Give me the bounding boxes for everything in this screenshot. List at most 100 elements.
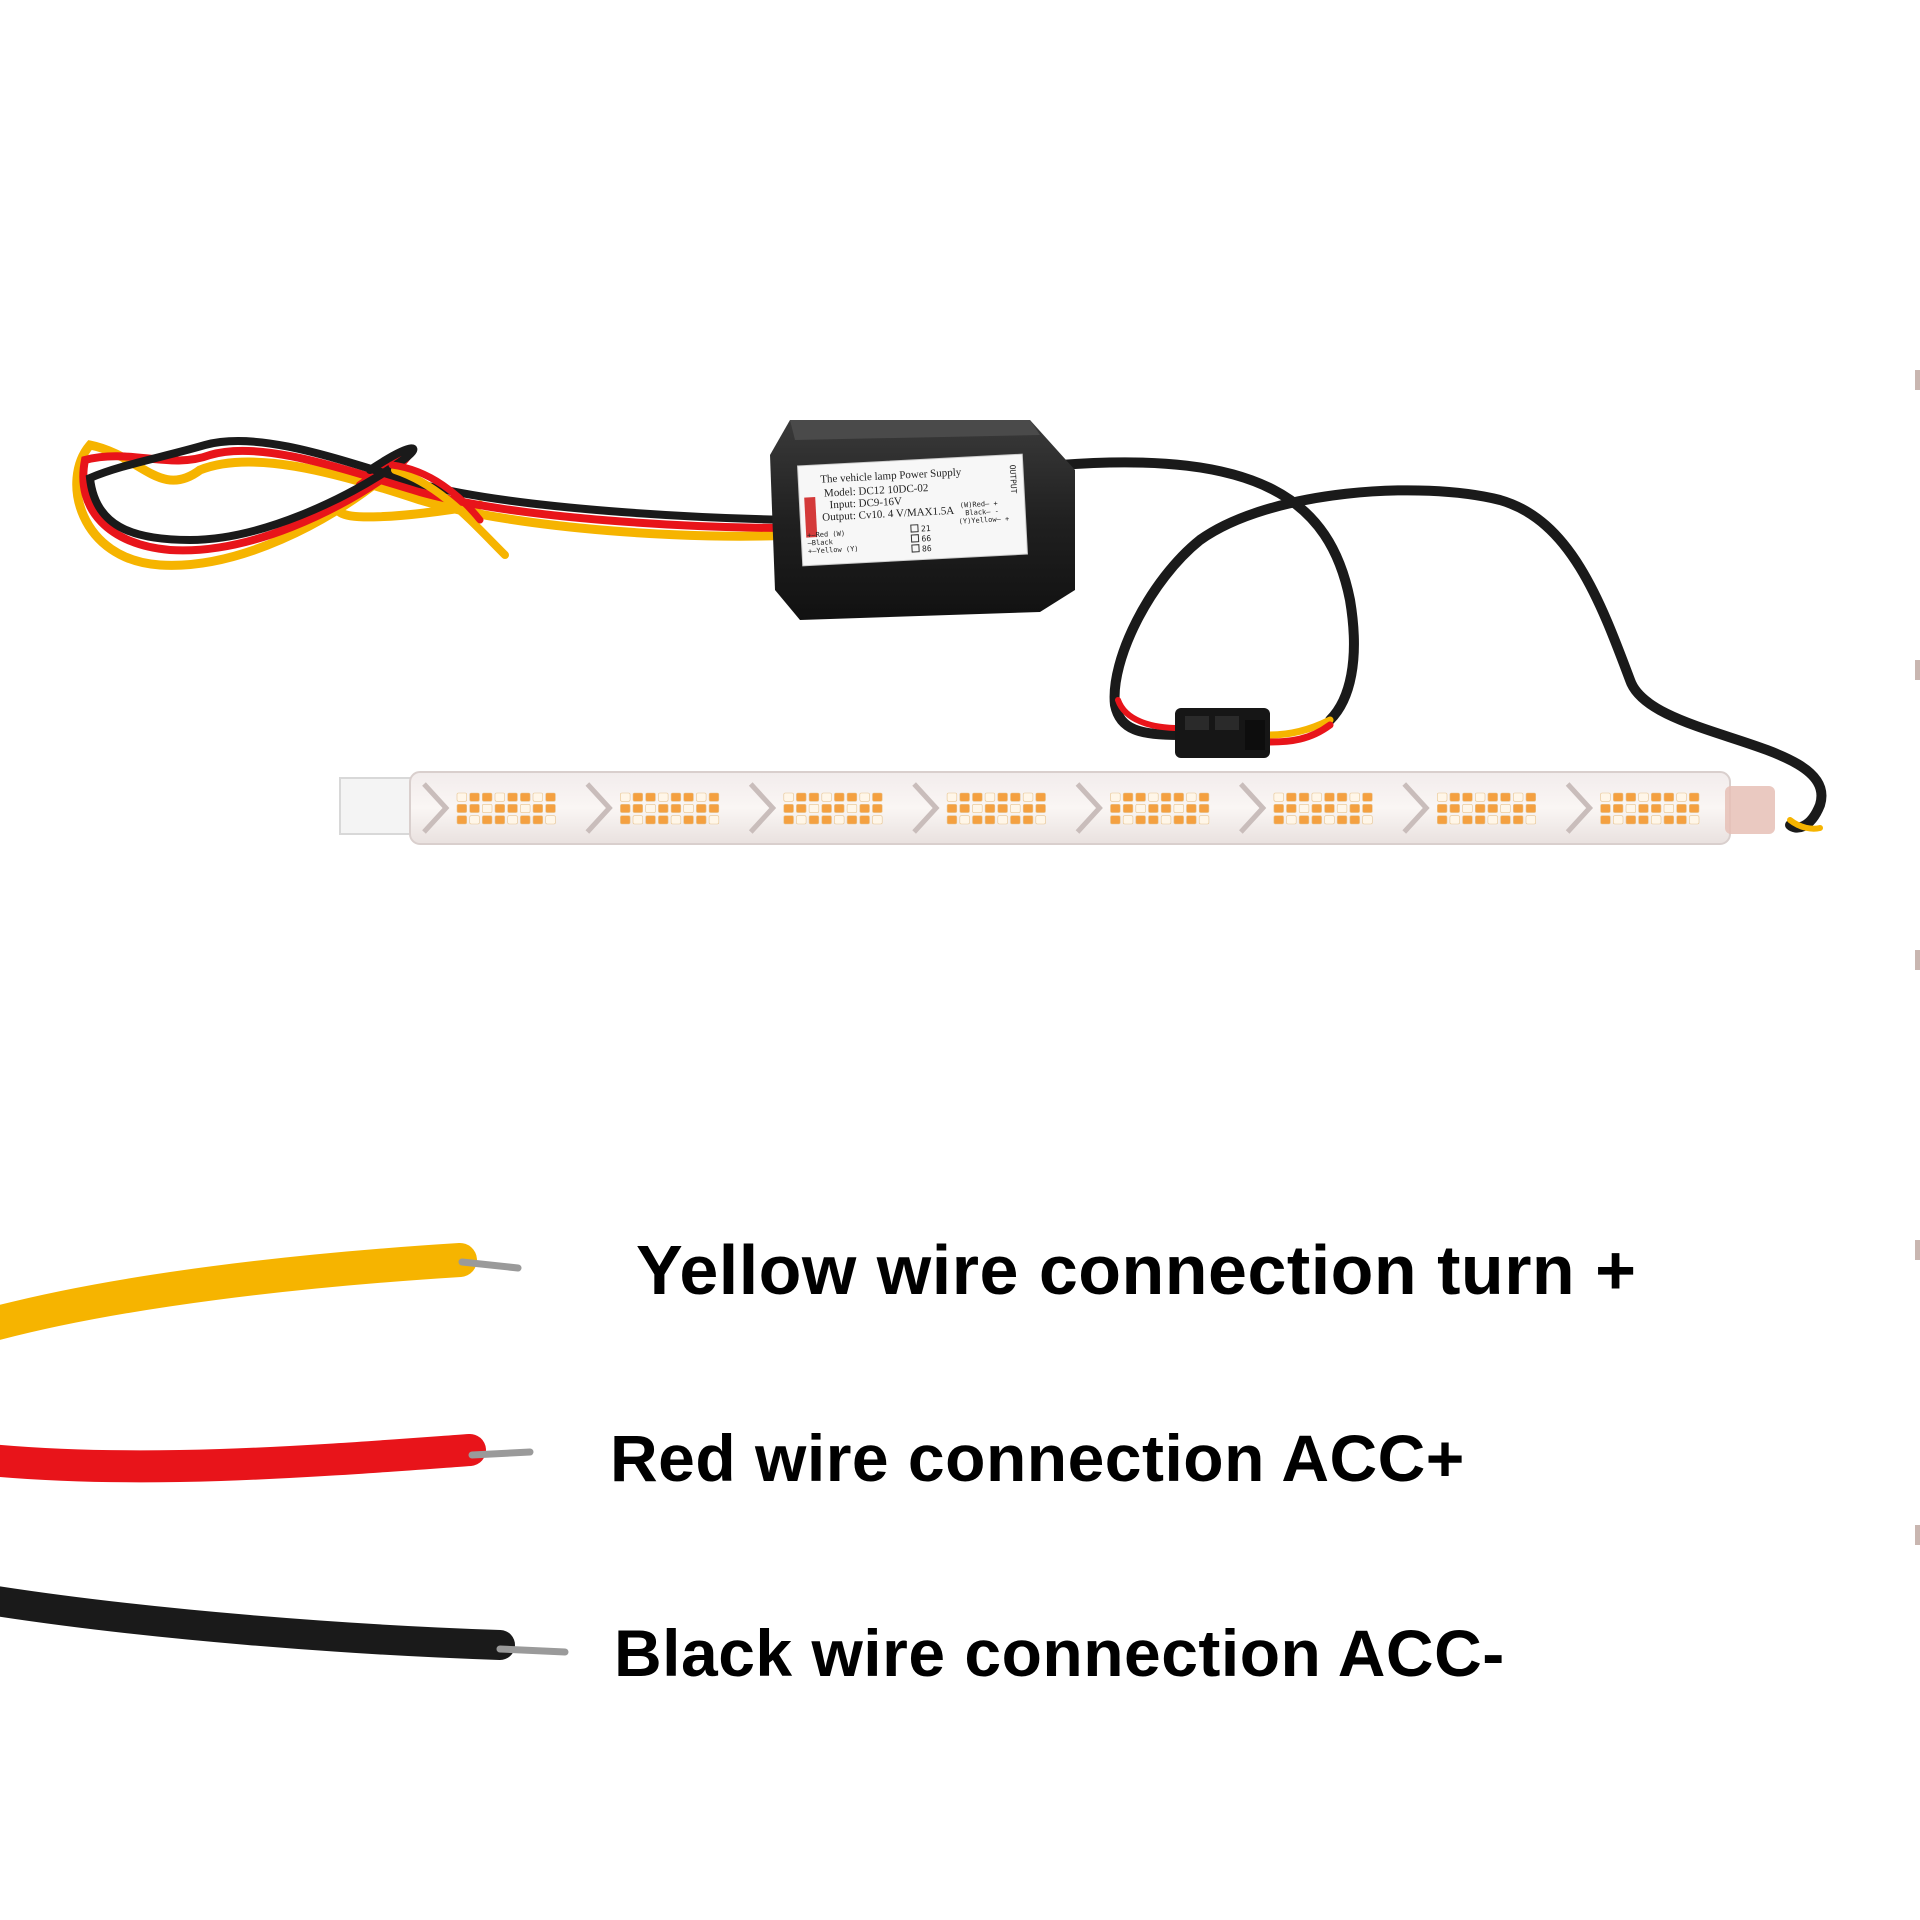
led-chip (1110, 815, 1121, 825)
led-chip (696, 815, 707, 825)
led-chip (1010, 815, 1021, 825)
led-chip (1324, 803, 1335, 813)
led-chip (846, 803, 858, 813)
led-chip (532, 792, 543, 802)
led-chip (670, 815, 682, 825)
led-chip (1651, 803, 1662, 813)
led-chip (683, 792, 694, 802)
led-chip (859, 792, 870, 802)
led-chip (658, 803, 669, 813)
led-chip (1638, 803, 1649, 813)
led-segments (422, 782, 1700, 834)
led-segment (1565, 782, 1700, 834)
led-chip (520, 815, 531, 825)
led-chip (1449, 815, 1460, 825)
led-chip (984, 815, 996, 825)
led-chip (984, 792, 996, 802)
led-chip (1475, 792, 1486, 802)
led-chip (545, 792, 556, 802)
led-chip (545, 815, 556, 825)
led-chip (1160, 803, 1172, 813)
led-chip (783, 815, 794, 825)
led-chip (1613, 792, 1624, 802)
led-chip (620, 792, 631, 802)
led-chip (946, 792, 958, 802)
input-wire-bundle (72, 436, 795, 570)
module-checkbox-1: 21 (921, 524, 931, 534)
led-chip (1298, 792, 1310, 802)
led-chip (946, 803, 958, 813)
led-chip (1273, 803, 1284, 813)
led-chip (1148, 803, 1159, 813)
led-chip (834, 815, 845, 825)
module-checkbox-3: 86 (922, 544, 932, 554)
led-chip (658, 792, 669, 802)
led-chip (645, 815, 656, 825)
led-chip (1110, 803, 1121, 813)
led-chip (1663, 803, 1674, 813)
led-chip (1010, 803, 1021, 813)
led-chip (1437, 803, 1448, 813)
led-chip (1437, 792, 1448, 802)
led-chip (1298, 803, 1310, 813)
led-chip (1625, 803, 1636, 813)
led-chip (1135, 815, 1146, 825)
led-chip (1525, 792, 1536, 802)
led-chip (859, 803, 870, 813)
legend-red: Red wire connection ACC+ (610, 1421, 1465, 1495)
led-chip (532, 815, 543, 825)
led-chip (1135, 803, 1146, 813)
led-chip (632, 792, 643, 802)
led-chip (1437, 815, 1448, 825)
led-chip (1035, 792, 1046, 802)
led-chip (821, 815, 832, 825)
led-chip (1173, 803, 1184, 813)
edge-thumbnails (1915, 370, 1920, 1545)
led-chip (1122, 815, 1134, 825)
led-chip (1651, 792, 1662, 802)
led-chip (1198, 792, 1210, 802)
led-chip (645, 803, 656, 813)
led-chip (821, 803, 832, 813)
module-left-wire-2: —Black (807, 538, 833, 547)
led-chip (507, 815, 518, 825)
led-chip (620, 803, 631, 813)
led-chip (959, 803, 970, 813)
led-chip (1349, 815, 1360, 825)
module-input: Input: DC9-16V (829, 496, 902, 512)
led-chip (507, 803, 518, 813)
led-chip (670, 792, 682, 802)
led-chip (1362, 815, 1373, 825)
led-chip (1475, 803, 1486, 813)
led-chip (997, 815, 1008, 825)
led-chip (507, 792, 518, 802)
led-chip (1324, 815, 1335, 825)
led-chip (872, 815, 883, 825)
led-chip (1349, 792, 1360, 802)
led-chip (1500, 792, 1511, 802)
led-chip (1273, 815, 1284, 825)
led-chip (520, 803, 531, 813)
red-wire-sample (0, 1434, 534, 1483)
led-chip (1513, 792, 1524, 802)
led-chip (1613, 815, 1624, 825)
led-chip (1173, 792, 1184, 802)
led-chip (494, 815, 505, 825)
led-chip (494, 792, 505, 802)
led-chip (1186, 803, 1197, 813)
led-segment (1402, 782, 1536, 834)
led-chip (1035, 803, 1046, 813)
led-chip (1198, 815, 1210, 825)
led-chip (946, 815, 958, 825)
led-chip (1298, 815, 1310, 825)
led-chip (997, 792, 1008, 802)
led-chip (1676, 803, 1687, 813)
module-left-wire-1: +—Red (W) (807, 530, 845, 540)
led-chip (1525, 815, 1536, 825)
led-chip (783, 803, 794, 813)
led-chip (620, 815, 631, 825)
led-chip (696, 792, 707, 802)
led-chip (1613, 803, 1624, 813)
led-chip (808, 815, 820, 825)
